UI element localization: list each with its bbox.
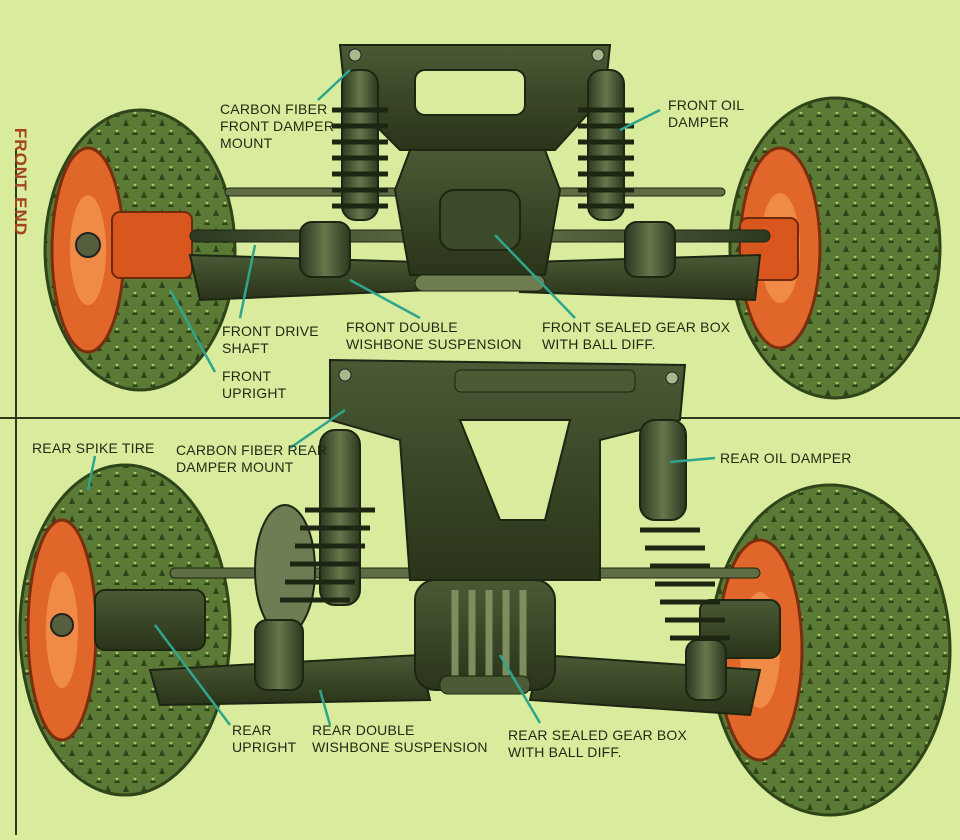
label-rear-upright: REAR UPRIGHT <box>232 722 296 756</box>
label-rear-spike-tire: REAR SPIKE TIRE <box>32 440 155 457</box>
label-front-double-wishbone-suspension: FRONT DOUBLE WISHBONE SUSPENSION <box>346 319 522 353</box>
front-left-damper <box>299 69 388 278</box>
rear-left-damper <box>254 429 375 691</box>
label-line: CARBON FIBER <box>220 101 328 117</box>
label-line: UPRIGHT <box>232 739 297 755</box>
label-line: FRONT DOUBLE <box>346 319 458 335</box>
label-line: SHAFT <box>222 340 269 356</box>
label-line: FRONT <box>222 368 272 384</box>
rear-right-damper <box>639 419 730 701</box>
section-title-front-end: FRONT END <box>11 127 31 237</box>
label-line: UPRIGHT <box>222 385 287 401</box>
label-front-oil-damper: FRONT OIL DAMPER <box>668 97 744 131</box>
label-rear-sealed-gear-box: REAR SEALED GEAR BOX WITH BALL DIFF. <box>508 727 687 761</box>
label-front-upright: FRONT UPRIGHT <box>222 368 286 402</box>
label-line: FRONT OIL <box>668 97 745 113</box>
leader-lines <box>86 69 716 726</box>
label-line: REAR DOUBLE <box>312 722 415 738</box>
label-line: WISHBONE SUSPENSION <box>312 739 488 755</box>
label-rear-double-wishbone-suspension: REAR DOUBLE WISHBONE SUSPENSION <box>312 722 488 756</box>
label-line: MOUNT <box>220 135 273 151</box>
label-line: FRONT DRIVE <box>222 323 319 339</box>
rear-gear-box <box>414 579 556 695</box>
label-line: REAR OIL DAMPER <box>720 450 852 466</box>
front-left-upright <box>111 211 193 279</box>
label-line: DAMPER MOUNT <box>176 459 294 475</box>
label-line: REAR SPIKE TIRE <box>32 440 155 456</box>
label-line: WISHBONE SUSPENSION <box>346 336 522 352</box>
front-assembly <box>43 44 942 400</box>
rear-assembly <box>18 358 952 817</box>
label-front-drive-shaft: FRONT DRIVE SHAFT <box>222 323 319 357</box>
label-line: FRONT SEALED GEAR BOX <box>542 319 731 335</box>
label-line: REAR SEALED GEAR BOX <box>508 727 688 743</box>
label-line: DAMPER <box>668 114 730 130</box>
label-line: WITH BALL DIFF. <box>508 744 622 760</box>
label-carbon-fiber-front-damper-mount: CARBON FIBER FRONT DAMPER MOUNT <box>220 101 334 152</box>
rear-motor <box>254 504 316 636</box>
label-rear-oil-damper: REAR OIL DAMPER <box>720 450 852 467</box>
label-line: WITH BALL DIFF. <box>542 336 656 352</box>
label-front-sealed-gear-box: FRONT SEALED GEAR BOX WITH BALL DIFF. <box>542 319 730 353</box>
rear-left-upright <box>94 589 206 651</box>
label-carbon-fiber-rear-damper-mount: CARBON FIBER REAR DAMPER MOUNT <box>176 442 327 476</box>
front-right-damper <box>578 69 676 278</box>
label-line: FRONT DAMPER <box>220 118 335 134</box>
label-line: REAR <box>232 722 272 738</box>
label-line: CARBON FIBER REAR <box>176 442 328 458</box>
